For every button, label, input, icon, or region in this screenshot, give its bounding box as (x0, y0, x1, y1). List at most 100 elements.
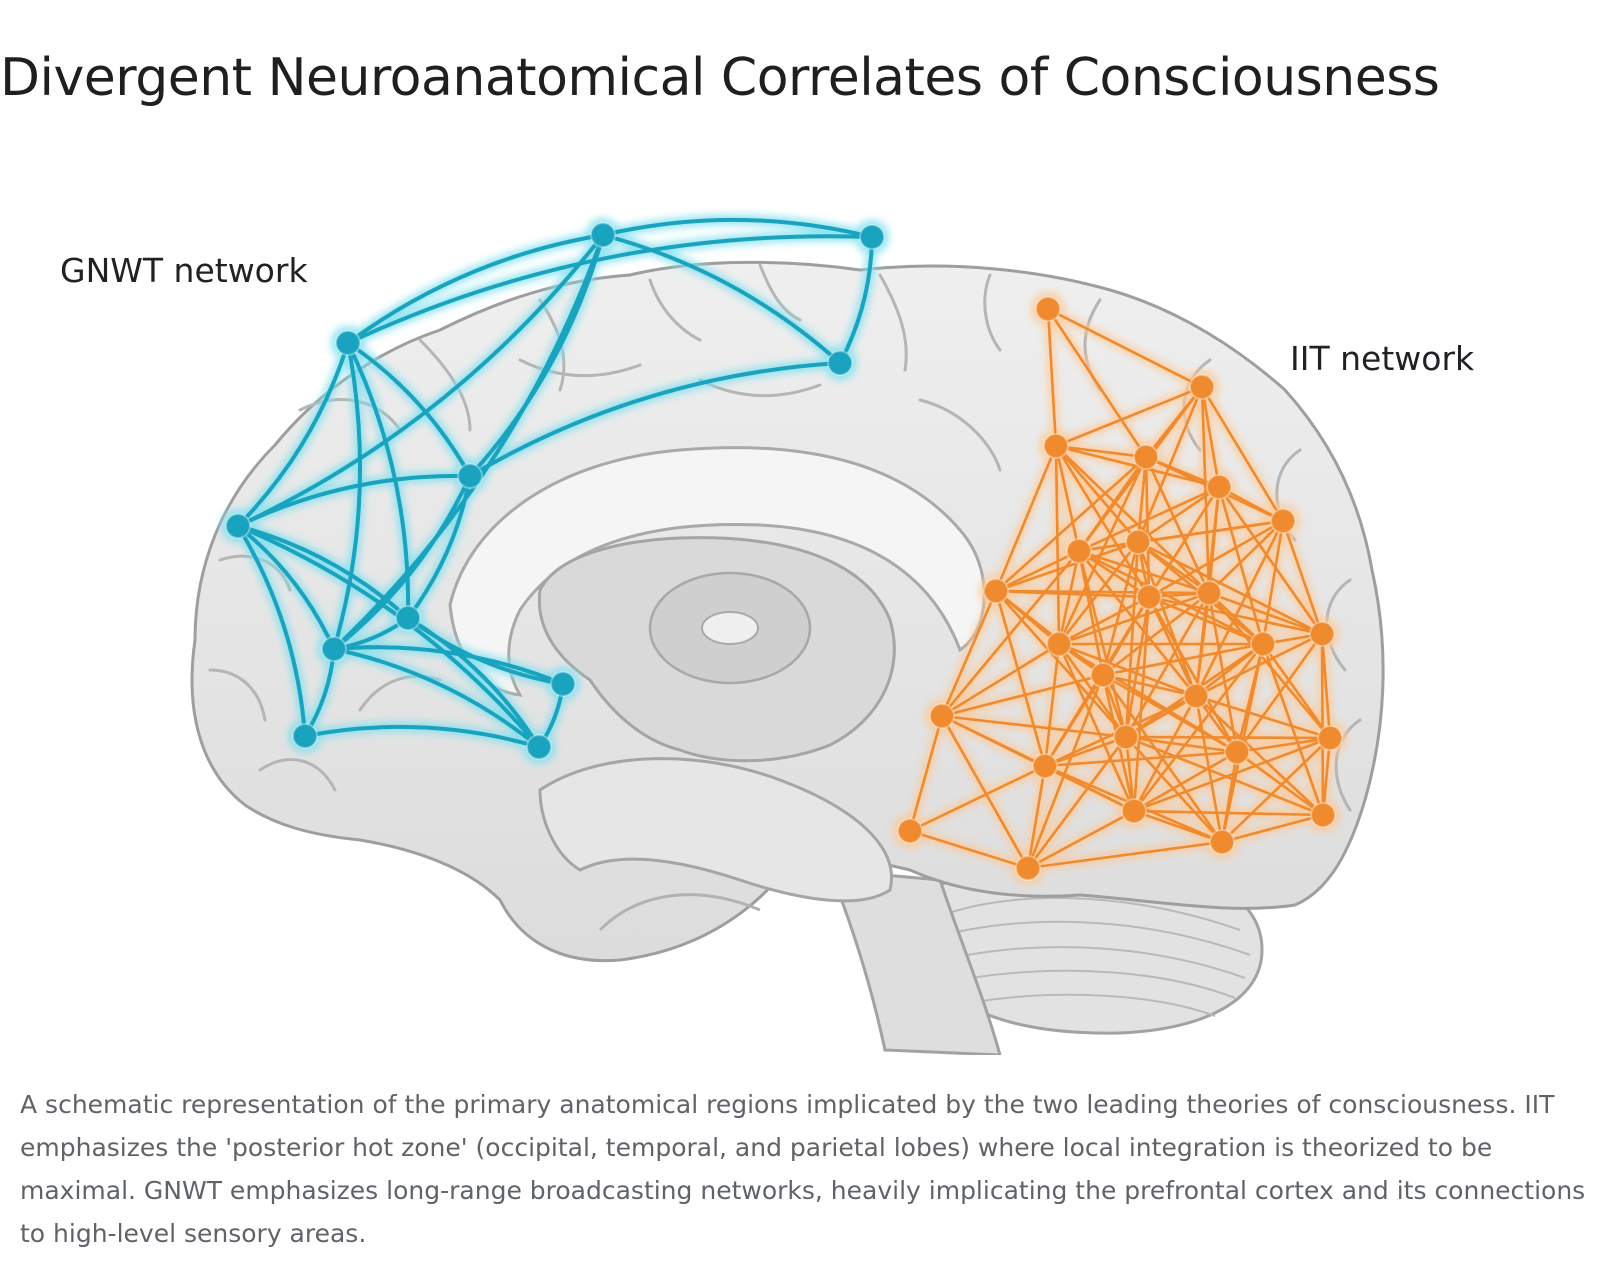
iit-edge (994, 444, 1058, 593)
iit-edge (1194, 694, 1325, 817)
iit-edge (940, 714, 1030, 870)
iit-edge (1101, 673, 1198, 698)
gnwt-node (457, 463, 483, 489)
iit-edge (1220, 736, 1332, 844)
gnwt-edge (601, 233, 842, 365)
iit-edge (1207, 591, 1324, 636)
gnwt-edge (236, 524, 307, 738)
page-title: Divergent Neuroanatomical Correlates of … (0, 48, 1440, 108)
iit-edge (1124, 540, 1140, 739)
iit-edge (1136, 385, 1204, 544)
iit-edge (1057, 642, 1136, 813)
gnwt-node (292, 723, 318, 749)
iit-network-label: IIT network (1290, 339, 1475, 378)
iit-edge (1136, 455, 1148, 544)
iit-edge (1046, 307, 1148, 459)
iit-edge (1124, 591, 1211, 739)
iit-node (1183, 683, 1209, 709)
iit-node (1196, 580, 1222, 606)
iit-edge (1220, 813, 1325, 844)
iit-node (1066, 538, 1092, 564)
iit-edge (994, 549, 1081, 593)
gnwt-node (335, 330, 361, 356)
iit-edge (1136, 519, 1285, 544)
iit-edge (1194, 632, 1324, 698)
gnwt-edge (406, 474, 472, 620)
iit-edge (940, 549, 1081, 718)
iit-edge (1136, 540, 1198, 698)
iit-edge (1220, 750, 1239, 844)
iit-edge (1147, 595, 1198, 698)
iit-edge (1124, 735, 1136, 813)
gnwt-edge (236, 473, 472, 528)
iit-edge (994, 589, 1128, 739)
iit-edge (1207, 591, 1265, 646)
temporal-lobe (538, 757, 893, 903)
iit-edge (1054, 444, 1148, 459)
gnwt-edge (332, 647, 541, 749)
iit-edge (1235, 736, 1332, 754)
brainstem (827, 868, 1002, 1055)
gnwt-network (221, 214, 889, 764)
iit-edge (1043, 735, 1128, 768)
iit-edge (1217, 485, 1265, 646)
iit-edge (1026, 840, 1224, 870)
iit-edge (1043, 673, 1105, 768)
iit-node (1125, 529, 1151, 555)
iit-edge (994, 455, 1148, 593)
iit-edge (1194, 694, 1332, 740)
gnwt-edge (468, 361, 842, 478)
iit-node (1032, 753, 1058, 779)
gnwt-node (526, 734, 552, 760)
gnwt-node (321, 636, 347, 662)
iit-edge (1217, 485, 1285, 523)
iit-node (1309, 621, 1335, 647)
iit-node (983, 578, 1009, 604)
gnwt-edge (236, 341, 350, 528)
gnwt-node (225, 513, 251, 539)
gnwt-edge (236, 524, 336, 651)
iit-node (1270, 508, 1296, 534)
iit-edge (1200, 385, 1211, 595)
gnwt-edge (346, 341, 411, 620)
gnwt-edge (468, 233, 605, 478)
iit-node (1133, 444, 1159, 470)
iit-edge (1057, 455, 1148, 646)
iit-node (1035, 296, 1061, 322)
iit-edge (1057, 591, 1211, 646)
iit-edge (1101, 673, 1239, 754)
iit-edge (1136, 540, 1324, 636)
iit-node (1113, 724, 1139, 750)
iit-node (1206, 474, 1232, 500)
gnwt-edge (236, 233, 605, 528)
iit-edge (1054, 444, 1211, 595)
iit-edge (1261, 642, 1332, 740)
gnwt-edge (332, 474, 472, 651)
iit-node (1224, 739, 1250, 765)
iit-node (1209, 829, 1235, 855)
iit-edge (994, 540, 1140, 593)
iit-edge (1026, 673, 1105, 870)
iit-edge (1026, 809, 1136, 870)
iit-edge (1217, 485, 1324, 636)
iit-edge (1200, 385, 1221, 489)
iit-node (1250, 631, 1276, 657)
iit-edge (1200, 385, 1285, 523)
iit-edge (1026, 764, 1047, 870)
iit-edge (1101, 540, 1140, 677)
iit-edge (994, 589, 1211, 595)
iit-edge (994, 589, 1047, 768)
iit-node (1310, 802, 1336, 828)
gnwt-edge (346, 233, 605, 345)
iit-edge (1132, 750, 1239, 813)
iit-edge (908, 764, 1047, 833)
gnwt-edge (236, 524, 410, 620)
iit-edge (1077, 549, 1198, 698)
gnwt-edge (332, 233, 605, 651)
iit-edge (1194, 519, 1285, 698)
iit-edge (1136, 485, 1221, 544)
gnwt-node (550, 671, 576, 697)
brain-network-figure: GNWT network IIT network (0, 150, 1600, 1055)
iit-node (1317, 725, 1343, 751)
gnwt-node (395, 605, 421, 631)
